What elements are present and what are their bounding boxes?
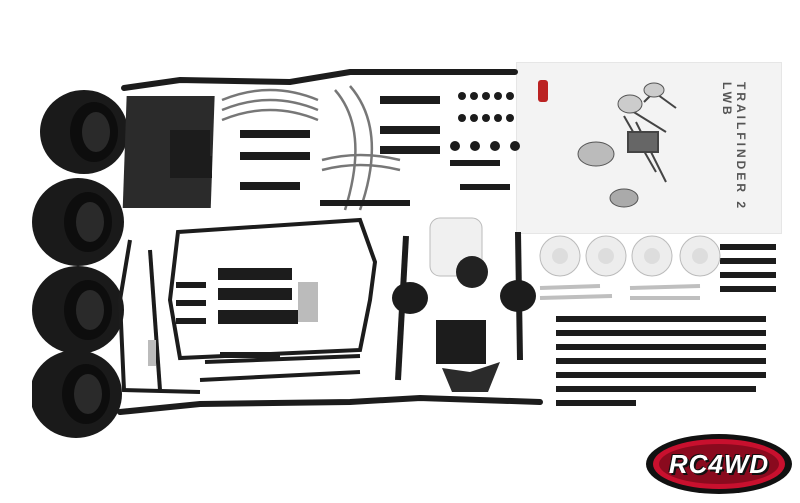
leaf-springs — [221, 85, 401, 211]
shocks — [539, 284, 701, 300]
manual-title: TRAILFINDER 2 LWB — [720, 82, 748, 211]
tire-icon — [32, 178, 124, 266]
hardware-screws — [556, 244, 776, 406]
wheel-icon — [585, 235, 627, 277]
rc4wd-logo-badge — [646, 434, 792, 494]
instruction-manual: TRAILFINDER 2 LWB — [516, 62, 782, 234]
manual-truck-illustration — [577, 82, 677, 208]
skid-plate — [122, 96, 215, 208]
tire-icon — [40, 90, 128, 174]
wheel-icon — [679, 235, 721, 277]
battery-box — [436, 320, 486, 364]
brackets — [148, 268, 298, 366]
tire-icon — [32, 266, 124, 354]
roll-cage — [117, 217, 378, 394]
link-parts — [170, 96, 510, 206]
frame-rail-icon — [117, 69, 543, 415]
wheel-icon — [539, 235, 581, 277]
tires-group — [32, 90, 128, 438]
wheels-group — [539, 235, 721, 277]
rod-ends — [450, 92, 520, 151]
rc4wd-logo-text: RC4WD — [668, 448, 770, 479]
wheel-icon — [631, 235, 673, 277]
tire-icon — [32, 350, 122, 438]
manual-corner-logo-icon — [538, 80, 548, 102]
rc4wd-logo: RC4WD — [644, 432, 794, 496]
